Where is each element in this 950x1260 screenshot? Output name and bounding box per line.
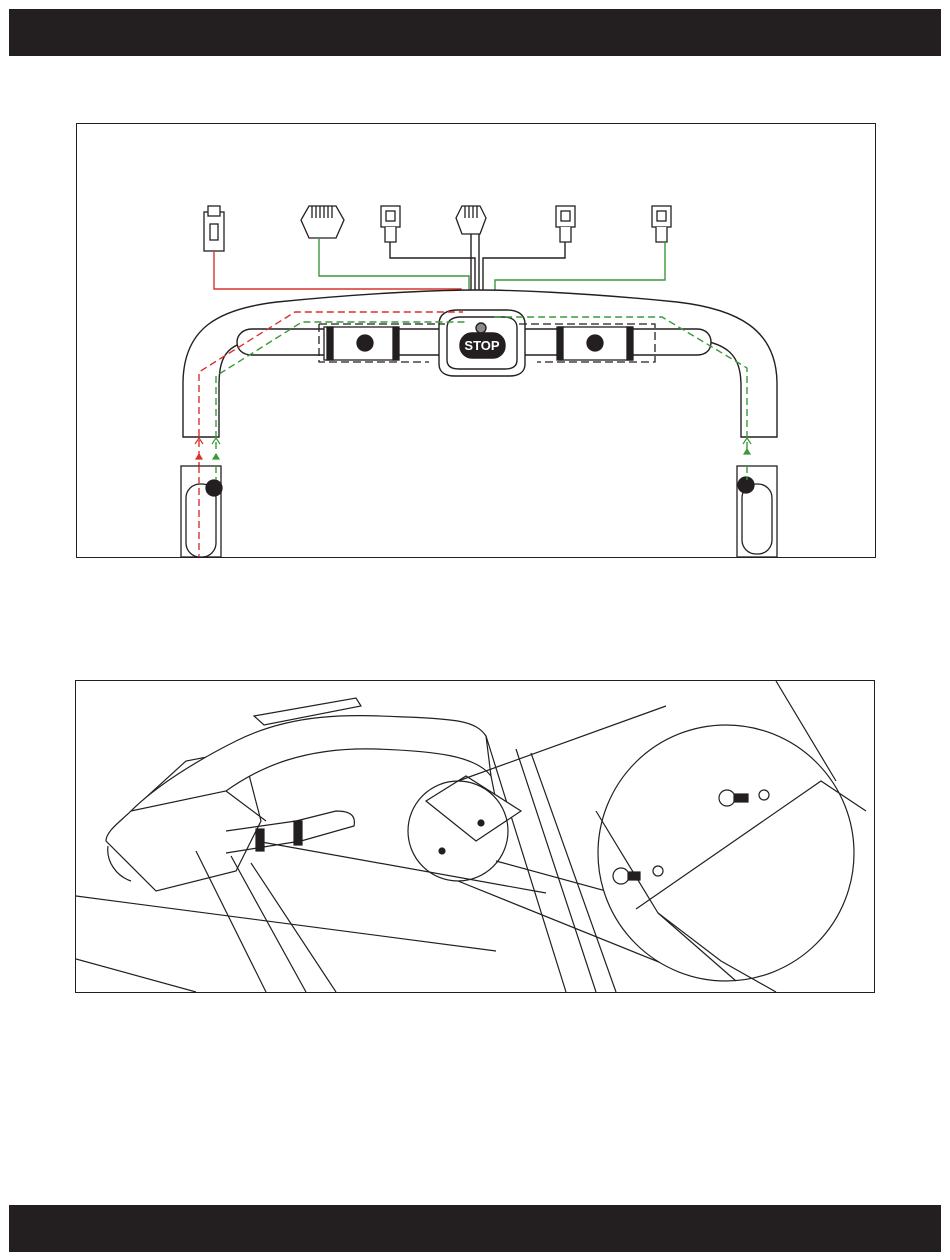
header-bar <box>9 9 941 56</box>
left-grip <box>324 327 399 360</box>
assembly-diagram-panel <box>75 680 875 993</box>
footer-bar <box>9 1205 941 1252</box>
red-connector <box>204 206 224 251</box>
stop-button-label[interactable]: STOP <box>464 338 499 353</box>
green-connector <box>301 206 344 238</box>
wiring-diagram: STOP <box>77 124 875 557</box>
right-connector <box>556 206 575 242</box>
right-grip <box>557 327 633 360</box>
route-arrows <box>195 438 751 459</box>
far-right-connector <box>652 206 671 242</box>
center-connector <box>456 206 486 234</box>
black-connector <box>381 206 400 242</box>
assembly-diagram <box>76 681 874 992</box>
right-upright <box>737 466 777 557</box>
wiring-diagram-panel: STOP <box>76 123 876 558</box>
